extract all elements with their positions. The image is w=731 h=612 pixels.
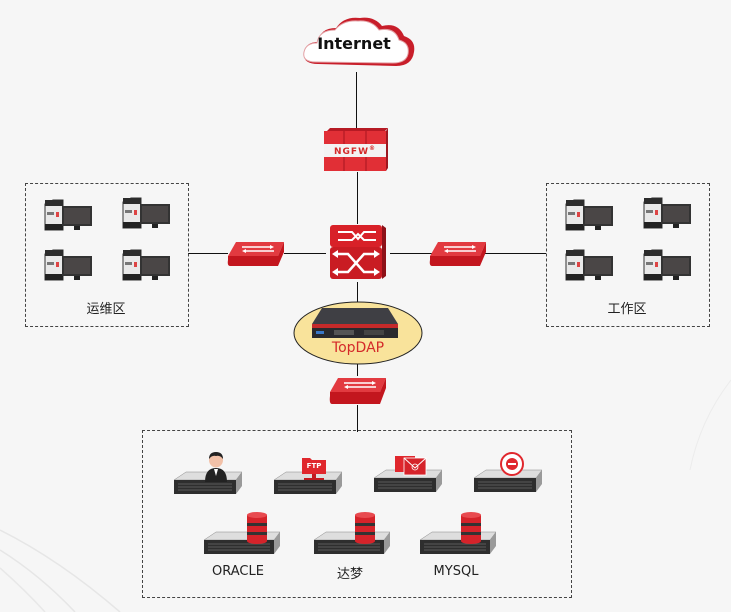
ops-zone-label: 运维区 — [86, 302, 126, 317]
firewall-ngfw[interactable]: NGFW® — [322, 126, 390, 174]
ftp-folder-icon — [302, 458, 326, 480]
database-icon — [461, 512, 481, 544]
workstation[interactable] — [564, 198, 616, 236]
workstation-icon — [44, 199, 92, 231]
workstation[interactable] — [43, 198, 95, 236]
db-label-oracle: ORACLE — [212, 564, 264, 579]
work-zone-label: 工作区 — [607, 302, 647, 317]
workstation[interactable] — [121, 196, 173, 234]
switch-icon — [429, 242, 486, 266]
workstation[interactable] — [642, 196, 694, 234]
workstation-icon — [122, 197, 170, 229]
internet-label: Internet — [317, 34, 391, 53]
link-ops-zone-switch — [188, 253, 228, 254]
link-switch-right-work-zone — [484, 253, 546, 254]
ops-zone: 运维区 — [25, 183, 189, 327]
person-icon — [205, 452, 227, 482]
topdap-ellipse — [293, 301, 423, 365]
cloud-icon — [303, 17, 415, 67]
switch-bottom[interactable] — [328, 376, 388, 406]
switch-right[interactable] — [428, 240, 488, 268]
firewall-label: NGFW® — [322, 145, 388, 157]
db-label-mysql: MYSQL — [433, 564, 479, 579]
db-server-oracle[interactable] — [200, 512, 280, 558]
link-core-switch-right — [390, 253, 434, 254]
workstation-icon — [643, 249, 691, 281]
switch-icon — [227, 242, 284, 266]
web-server[interactable] — [470, 450, 542, 496]
mail-server[interactable] — [370, 450, 442, 496]
workstation[interactable] — [564, 248, 616, 286]
registered-mark: ® — [369, 145, 376, 152]
rack-server-icon — [203, 531, 280, 554]
workstation-icon — [643, 197, 691, 229]
user-server[interactable] — [170, 452, 242, 498]
db-server-dameng[interactable] — [310, 512, 390, 558]
workstation[interactable] — [642, 248, 694, 286]
database-icon — [247, 512, 267, 544]
server-zone — [142, 430, 572, 598]
work-zone: 工作区 — [546, 183, 710, 327]
mail-icon — [395, 456, 427, 476]
topdap-device[interactable]: TopDAP — [292, 300, 424, 366]
rack-server-icon — [273, 471, 342, 494]
db-label-dameng: 达梦 — [336, 567, 363, 582]
rack-server-icon — [313, 531, 390, 554]
core-switch-icon — [330, 225, 386, 279]
rack-server-icon — [419, 531, 496, 554]
firewall-label-text: NGFW — [334, 147, 369, 157]
switch-left[interactable] — [226, 240, 286, 268]
db-server-mysql[interactable] — [416, 512, 496, 558]
link-switch-bottom-zone — [357, 405, 358, 432]
link-internet-firewall — [356, 72, 357, 128]
link-firewall-core — [357, 172, 358, 224]
switch-icon — [329, 378, 386, 404]
workstation-icon — [565, 199, 613, 231]
ftp-badge: FTP — [306, 462, 322, 470]
ie-browser-icon — [500, 452, 524, 476]
core-switch[interactable] — [326, 222, 388, 282]
firewall-icon — [324, 128, 388, 171]
ftp-server[interactable]: FTP — [270, 452, 342, 498]
workstation[interactable] — [43, 248, 95, 286]
topdap-label: TopDAP — [331, 340, 385, 356]
workstation-icon — [44, 249, 92, 281]
workstation-icon — [565, 249, 613, 281]
workstation-icon — [122, 249, 170, 281]
database-icon — [355, 512, 375, 544]
workstation[interactable] — [121, 248, 173, 286]
internet-cloud[interactable]: Internet — [298, 12, 418, 74]
link-switch-left-core — [284, 253, 326, 254]
